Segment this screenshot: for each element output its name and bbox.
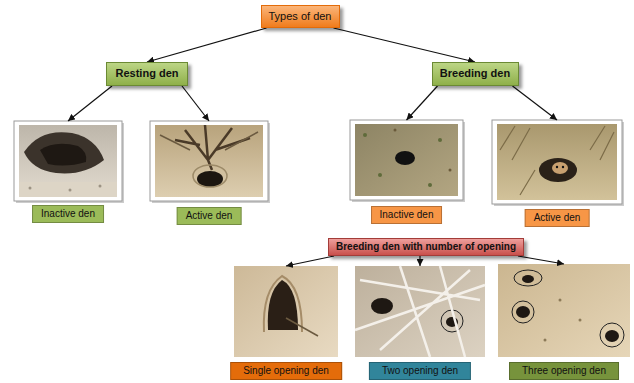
subheading-box: Breeding den with number of opening: [328, 238, 524, 256]
photo-breeding-inactive: [350, 120, 465, 202]
connector-arrow: [286, 256, 334, 266]
photo-detail: [449, 169, 452, 172]
connector-arrow: [419, 256, 420, 266]
photo-detail: [600, 323, 624, 347]
photo-detail: [539, 158, 577, 182]
photo-detail: [350, 120, 463, 200]
photo-resting-inactive: [14, 121, 124, 203]
photo-detail: [556, 166, 558, 168]
photo-resting-active: [150, 121, 270, 203]
photo-detail: [498, 264, 630, 357]
root-box: Types of den: [261, 5, 340, 28]
photo-detail: [544, 339, 547, 342]
photo-single-opening: [234, 266, 338, 357]
photo-detail: [438, 138, 442, 142]
photo-detail: [494, 122, 624, 206]
box-label: Types of den: [269, 10, 332, 23]
photo-detail: [355, 124, 458, 196]
photo-detail: [514, 270, 542, 286]
photo-label: Three opening den: [509, 362, 619, 380]
photo-three-opening: [498, 264, 630, 357]
photo-detail: [428, 183, 432, 187]
photo-label: Inactive den: [371, 206, 443, 224]
photo-panel: Inactive den: [350, 120, 463, 226]
photo-detail: [355, 266, 485, 357]
photo-panel: Active den: [492, 120, 622, 228]
connector-arrow: [68, 86, 112, 121]
photo-label: Active den: [525, 209, 590, 227]
photo-panel: Active den: [150, 121, 268, 225]
photo-panel: Two opening den: [355, 266, 485, 378]
photo-label: Inactive den: [32, 205, 104, 223]
photo-detail: [19, 182, 117, 197]
photo-breeding-active: [492, 120, 624, 206]
photo-detail: [500, 126, 614, 195]
category-box: Breeding den: [432, 62, 519, 86]
photo-detail: [371, 298, 393, 314]
photo-detail: [234, 266, 338, 357]
photo-detail: [286, 318, 318, 336]
photo-detail: [552, 162, 568, 174]
photo-detail: [24, 132, 104, 173]
photo-detail: [394, 129, 397, 132]
photo-panel: Inactive den: [14, 121, 122, 223]
photo-detail: [492, 120, 622, 204]
photo-detail: [522, 275, 534, 283]
photo-detail: [160, 132, 258, 150]
photo-detail: [152, 123, 270, 203]
box-label: Breeding den with number of opening: [336, 241, 516, 253]
photo-detail: [14, 121, 122, 201]
connector-arrow: [147, 28, 267, 62]
photo-detail: [99, 185, 102, 188]
photo-two-opening: [355, 266, 485, 357]
photo-detail: [150, 121, 268, 201]
photo-panel: Single opening den: [234, 266, 338, 378]
connector-arrow: [182, 86, 209, 121]
box-label: Breeding den: [440, 67, 510, 80]
connector-arrow: [513, 86, 558, 120]
photo-detail: [579, 319, 582, 322]
photo-detail: [395, 151, 415, 165]
photo-detail: [16, 123, 124, 203]
photo-detail: [355, 266, 485, 357]
photo-label: Active den: [177, 207, 242, 225]
photo-detail: [378, 173, 382, 177]
photo-detail: [516, 306, 530, 318]
photo-label: Single opening den: [230, 362, 342, 380]
photo-detail: [352, 122, 465, 202]
photo-detail: [29, 187, 32, 190]
photo-detail: [512, 301, 534, 323]
photo-detail: [155, 125, 263, 197]
photo-detail: [559, 299, 562, 302]
connector-arrow: [407, 86, 438, 120]
photo-detail: [193, 165, 227, 187]
category-box: Resting den: [106, 62, 188, 86]
photo-detail: [19, 125, 117, 197]
photo-detail: [69, 189, 72, 192]
photo-detail: [562, 166, 564, 168]
photo-panel: Three opening den: [498, 264, 630, 378]
photo-detail: [363, 133, 367, 137]
connector-arrow: [334, 28, 476, 62]
photo-label: Two opening den: [369, 362, 471, 380]
photo-detail: [605, 330, 619, 342]
photo-detail: [40, 144, 86, 166]
connector-arrow: [518, 256, 564, 264]
box-label: Resting den: [116, 67, 179, 80]
photo-detail: [497, 124, 617, 200]
